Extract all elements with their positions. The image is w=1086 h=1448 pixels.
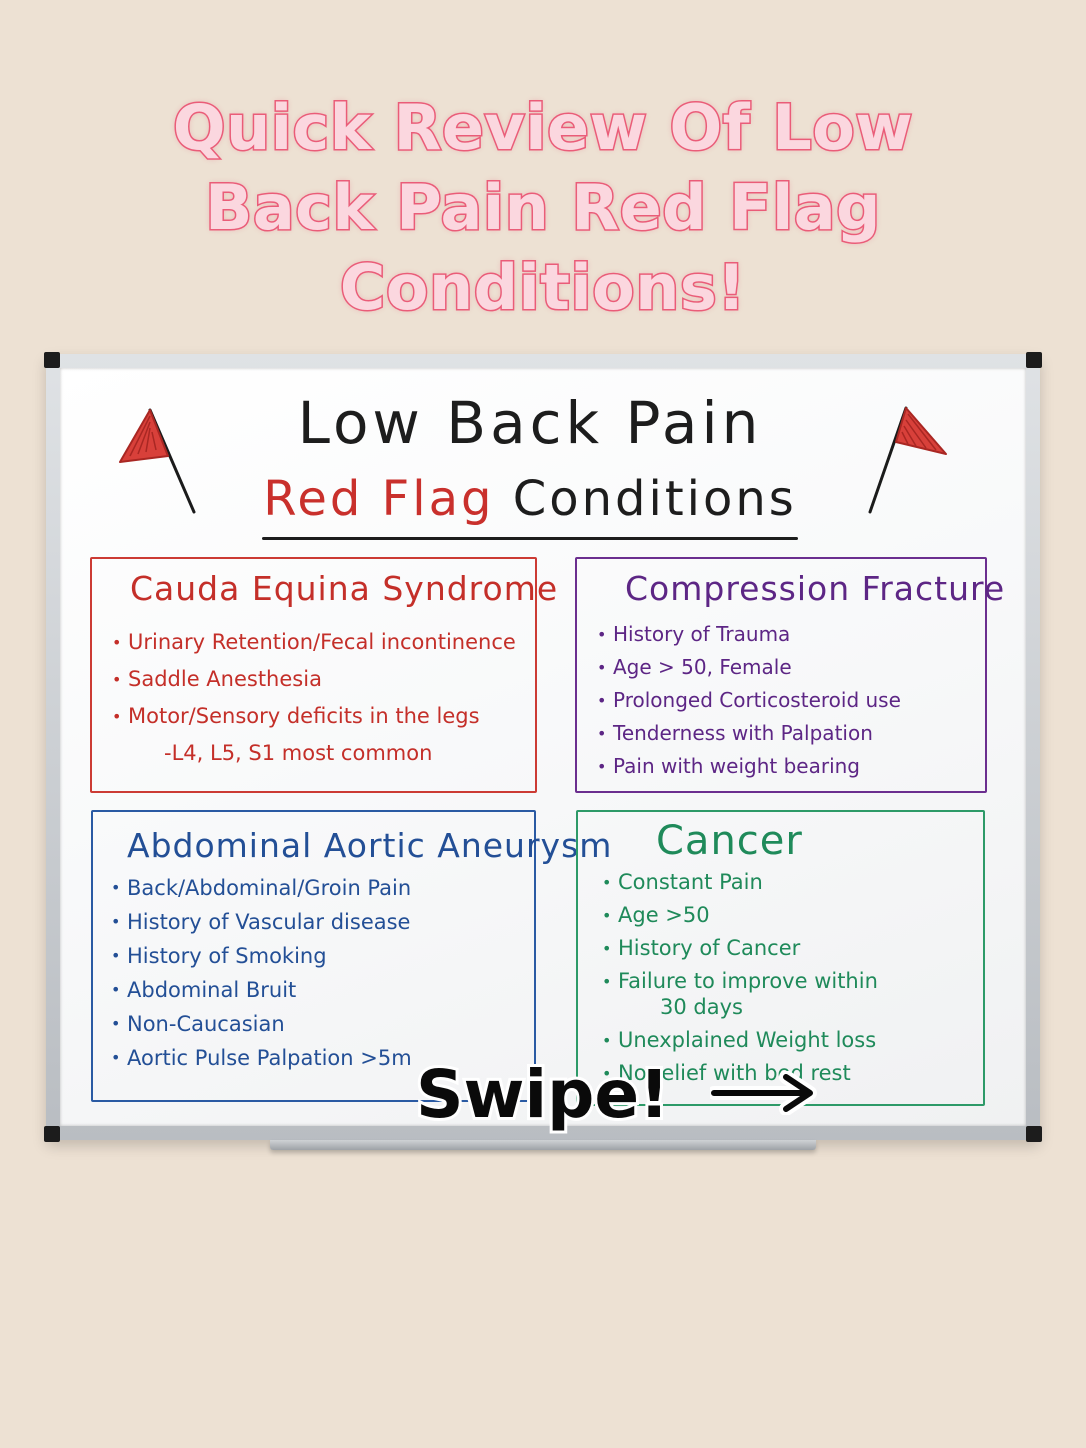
- list-item: Failure to improve within: [602, 965, 983, 998]
- list-item: History of Smoking: [111, 939, 534, 973]
- title-underline: [262, 537, 798, 540]
- list-item: Age > 50, Female: [597, 651, 985, 684]
- list-item: History of Trauma: [597, 618, 985, 651]
- symptom-list: Urinary Retention/Fecal incontinence Sad…: [112, 624, 535, 772]
- list-subitem: -L4, L5, S1 most common: [164, 741, 433, 765]
- board-corner-cap: [1026, 1126, 1042, 1142]
- list-item: Motor/Sensory deficits in the legs: [112, 698, 535, 735]
- list-item: Back/Abdominal/Groin Pain: [111, 871, 534, 905]
- symptom-list: History of Trauma Age > 50, Female Prolo…: [597, 618, 985, 783]
- board-corner-cap: [1026, 352, 1042, 368]
- list-item: Saddle Anesthesia: [112, 661, 535, 698]
- red-flag-icon: [868, 406, 947, 514]
- list-item: Pain with weight bearing: [597, 750, 985, 783]
- board-subtitle-red: Red Flag: [263, 471, 495, 527]
- list-item: Prolonged Corticosteroid use: [597, 684, 985, 717]
- list-item: Abdominal Bruit: [111, 973, 534, 1007]
- list-item: Aortic Pulse Palpation >5m: [111, 1041, 534, 1075]
- list-item: Unexplained Weight loss: [602, 1024, 983, 1057]
- list-item: History of Cancer: [602, 932, 983, 965]
- cancer-box: Cancer Constant Pain Age >50 History of …: [576, 810, 985, 1106]
- list-item: Age >50: [602, 899, 983, 932]
- abdominal-aortic-aneurysm-box: Abdominal Aortic Aneurysm Back/Abdominal…: [91, 810, 613, 1102]
- board-corner-cap: [44, 1126, 60, 1142]
- board-corner-cap: [44, 352, 60, 368]
- symptom-list: Constant Pain Age >50 History of Cancer …: [602, 866, 983, 1090]
- compression-fracture-box: Compression Fracture History of Trauma A…: [575, 557, 1006, 793]
- headline-line-1: Quick Review Of Low: [171, 90, 914, 166]
- list-item-continuation: 30 days: [660, 995, 743, 1019]
- list-item: No relief with bed rest: [602, 1057, 983, 1090]
- box-title: Compression Fracture: [625, 569, 1006, 608]
- board-title: Low Back Pain: [297, 389, 763, 457]
- list-item: Urinary Retention/Fecal incontinence: [112, 624, 535, 661]
- box-title: Cancer: [656, 818, 803, 864]
- red-flag-icon: [119, 408, 196, 514]
- headline: Quick Review Of Low Back Pain Red Flag C…: [60, 88, 1026, 328]
- headline-line-3: Conditions!: [338, 250, 747, 326]
- list-item: Constant Pain: [602, 866, 983, 899]
- swipe-prompt[interactable]: Swipe!: [413, 1052, 818, 1138]
- list-item: History of Vascular disease: [111, 905, 534, 939]
- box-title: Cauda Equina Syndrome: [130, 569, 559, 608]
- list-item: Tenderness with Palpation: [597, 717, 985, 750]
- box-title: Abdominal Aortic Aneurysm: [127, 826, 613, 865]
- cauda-equina-box: Cauda Equina Syndrome Urinary Retention/…: [90, 557, 559, 793]
- board-subtitle-black: Conditions: [512, 471, 797, 527]
- swipe-label: Swipe!: [413, 1053, 672, 1136]
- arrow-right-icon: [710, 1070, 818, 1115]
- board-subtitle: Red Flag Conditions: [262, 466, 798, 532]
- marker-tray: [270, 1140, 816, 1150]
- symptom-list: Back/Abdominal/Groin Pain History of Vas…: [111, 871, 534, 1075]
- headline-line-2: Back Pain Red Flag: [204, 170, 882, 246]
- list-item: Non-Caucasian: [111, 1007, 534, 1041]
